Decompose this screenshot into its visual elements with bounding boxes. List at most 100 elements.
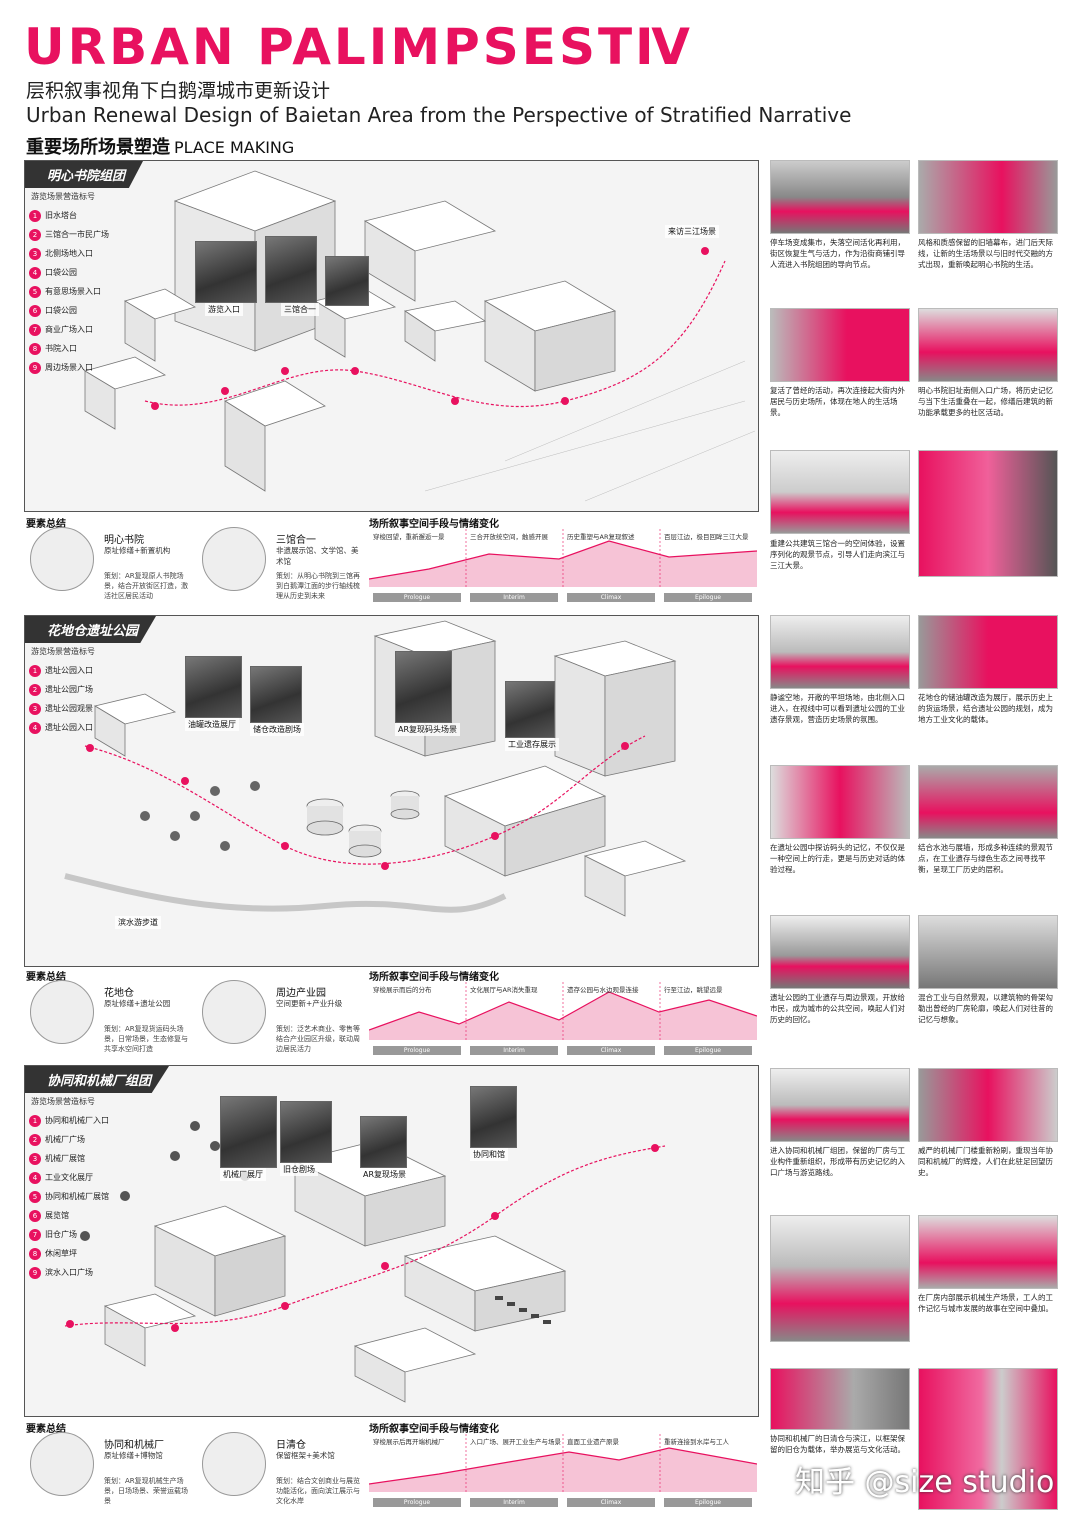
legend-number: 3 — [29, 702, 41, 715]
subtitle-cn: 层积叙事视角下白鹅潭城市更新设计 — [26, 80, 331, 102]
legend-label: 滨水入口广场 — [45, 1268, 93, 1277]
element-card: 明心书院 原址修缮+新置机构 策划：AR复现原人书院场景，结合开放街区打造，激活… — [28, 527, 188, 603]
map-label: 三馆合一 — [281, 303, 319, 316]
element-card: 协同和机械厂 原址修缮+博物馆 策划：AR复现机械生产场景，日场场景、荣誉运载场… — [28, 1432, 188, 1508]
legend-label: 口袋公园 — [45, 268, 77, 277]
legend-label: 商业广场入口 — [45, 325, 93, 334]
scene-image — [770, 915, 910, 989]
legend-label: 工业文化展厅 — [45, 1173, 93, 1182]
element-name: 三馆合一 — [276, 535, 316, 546]
building-iso-icon — [30, 980, 94, 1044]
element-type: 原址修缮+博物馆 — [104, 1451, 163, 1460]
summary-title: 要素总结 — [26, 972, 66, 983]
stage-label: 历史重塑与AR复现叙述 — [567, 533, 635, 541]
element-name: 花地仓 — [104, 988, 134, 999]
scene-caption: 协同和机械厂的日清仓与滨江，以框架保留的旧仓为载体，举办展览与文化活动。 — [770, 1434, 905, 1454]
legend-number: 2 — [29, 228, 41, 241]
axonometric-map — [64, 1121, 666, 1403]
legend-label: 展览馆 — [45, 1211, 69, 1220]
element-desc: 策划：AR复现货运码头场景，日常场景，生态修复与共享水空间打造 — [104, 1025, 188, 1053]
curve-graph — [369, 529, 757, 587]
legend-number: 6 — [29, 304, 41, 317]
scene-image — [918, 615, 1058, 689]
scene-image — [770, 450, 910, 534]
legend-label: 协同和机械厂入口 — [45, 1116, 109, 1125]
map-label: 储仓改造剧场 — [250, 723, 304, 736]
building-iso-icon — [202, 980, 266, 1044]
scene-caption: 结合水池与展墙，形成多种连续的景观节点，在工业遗存与绿色生态之间寻找平衡，呈现工… — [918, 843, 1053, 874]
legend-item: 9 滨水入口广场 — [29, 1263, 169, 1282]
scene-caption: 在遗址公园中探访码头的记忆，不仅仅是一种空间上的行走，更是与历史对话的体验过程。 — [770, 843, 905, 874]
scene-caption: 复活了曾经的活动，再次连接起大街内外居民与历史场所，体现在地人的生活场景。 — [770, 386, 905, 417]
element-card: 日清仓 保留框架+美术馆 策划：结合文创商业与展览功能活化，面向滨江展示与文化水… — [200, 1432, 360, 1508]
phase-interim: Interim — [470, 1046, 558, 1055]
map-label: 工业遗存展示 — [505, 738, 559, 751]
curve-title: 场所叙事空间手段与情绪变化 — [369, 519, 499, 530]
scene-caption: 花地仓的储油罐改造为展厅，展示历史上的货运场景，结合遗址公园的规划，成为地方工业… — [918, 693, 1053, 724]
legend-label: 三馆合一市民广场 — [45, 230, 109, 239]
legend-number: 9 — [29, 1266, 41, 1279]
scene-image — [918, 450, 1058, 577]
summary-strip-1: 要素总结 明心书院 原址修缮+新置机构 策划：AR复现原人书院场景，结合开放街区… — [24, 515, 757, 603]
legend-number: 3 — [29, 247, 41, 260]
legend-number: 4 — [29, 1171, 41, 1184]
scene-photo-2 — [250, 666, 302, 723]
building-iso-icon — [30, 1432, 94, 1496]
section-heading-en: PLACE MAKING — [174, 138, 295, 157]
scene-image — [918, 160, 1058, 234]
scene-photo-3 — [395, 651, 452, 723]
map-label: 旧仓剧场 — [280, 1163, 318, 1176]
legend-label: 书院入口 — [45, 344, 77, 353]
phase-interim: Interim — [470, 1498, 558, 1507]
map-label: 协同和馆 — [470, 1148, 508, 1161]
phase-prologue: Prologue — [373, 593, 461, 602]
phase-climax: Climax — [567, 593, 655, 602]
map-label: 油罐改造展厅 — [185, 718, 239, 731]
element-desc: 策划：AR复现机械生产场景，日场场景、荣誉运载场景 — [104, 1477, 188, 1505]
legend-label: 周边场景入口 — [45, 363, 93, 372]
map-label: 游览入口 — [205, 303, 243, 316]
legend-number: 2 — [29, 1133, 41, 1146]
curve-title: 场所叙事空间手段与情绪变化 — [369, 1424, 499, 1435]
scene-caption: 进入协同和机械厂组团，保留的厂房与工业构件重新组织，形成带有历史记忆的入口广场与… — [770, 1146, 905, 1177]
scene-image — [770, 1215, 910, 1342]
scene-image — [770, 765, 910, 839]
legend-label: 口袋公园 — [45, 306, 77, 315]
element-type: 空间更新+产业升级 — [276, 999, 343, 1008]
element-name: 日清仓 — [276, 1440, 306, 1451]
scene-image — [770, 160, 910, 234]
legend-number: 7 — [29, 1228, 41, 1241]
phase-prologue: Prologue — [373, 1498, 461, 1507]
scene-caption: 风格和质感保留的旧墙幕布，进门后天际线，让新的生活场景以与旧时代交融的方式出现，… — [918, 238, 1053, 269]
scene-caption: 混合工业与自然景观，以建筑物的骨架勾勒出曾经的厂房轮廓，唤起人们对往昔的记忆与想… — [918, 993, 1053, 1024]
scene-photo-2 — [280, 1101, 332, 1163]
scene-caption: 威严的机械厂门楼重新粉刷，重现当年协同和机械厂的辉煌，人们在此驻足回望历史。 — [918, 1146, 1053, 1177]
building-iso-icon — [202, 527, 266, 591]
element-desc: 策划：结合文创商业与展览功能活化，面向滨江展示与文化水岸 — [276, 1477, 360, 1505]
phase-prologue: Prologue — [373, 1046, 461, 1055]
map-label: 滨水游步道 — [115, 916, 161, 929]
stage-label: 重新连接到水岸与工人 — [664, 1438, 729, 1446]
element-name: 协同和机械厂 — [104, 1440, 164, 1451]
watermark: 知乎 @size studio — [795, 1465, 1055, 1500]
legend-number: 1 — [29, 1114, 41, 1127]
legend-number: 2 — [29, 683, 41, 696]
element-desc: 策划：泛艺术商业、零售等结合产业园区升级，联动周边居民活力 — [276, 1025, 360, 1053]
stage-label: 百层江边，极目回眸三江大景 — [664, 533, 749, 541]
summary-strip-3: 要素总结 协同和机械厂 原址修缮+博物馆 策划：AR复现机械生产场景，日场场景、… — [24, 1420, 757, 1508]
legend-label: 协同和机械厂展馆 — [45, 1192, 109, 1201]
